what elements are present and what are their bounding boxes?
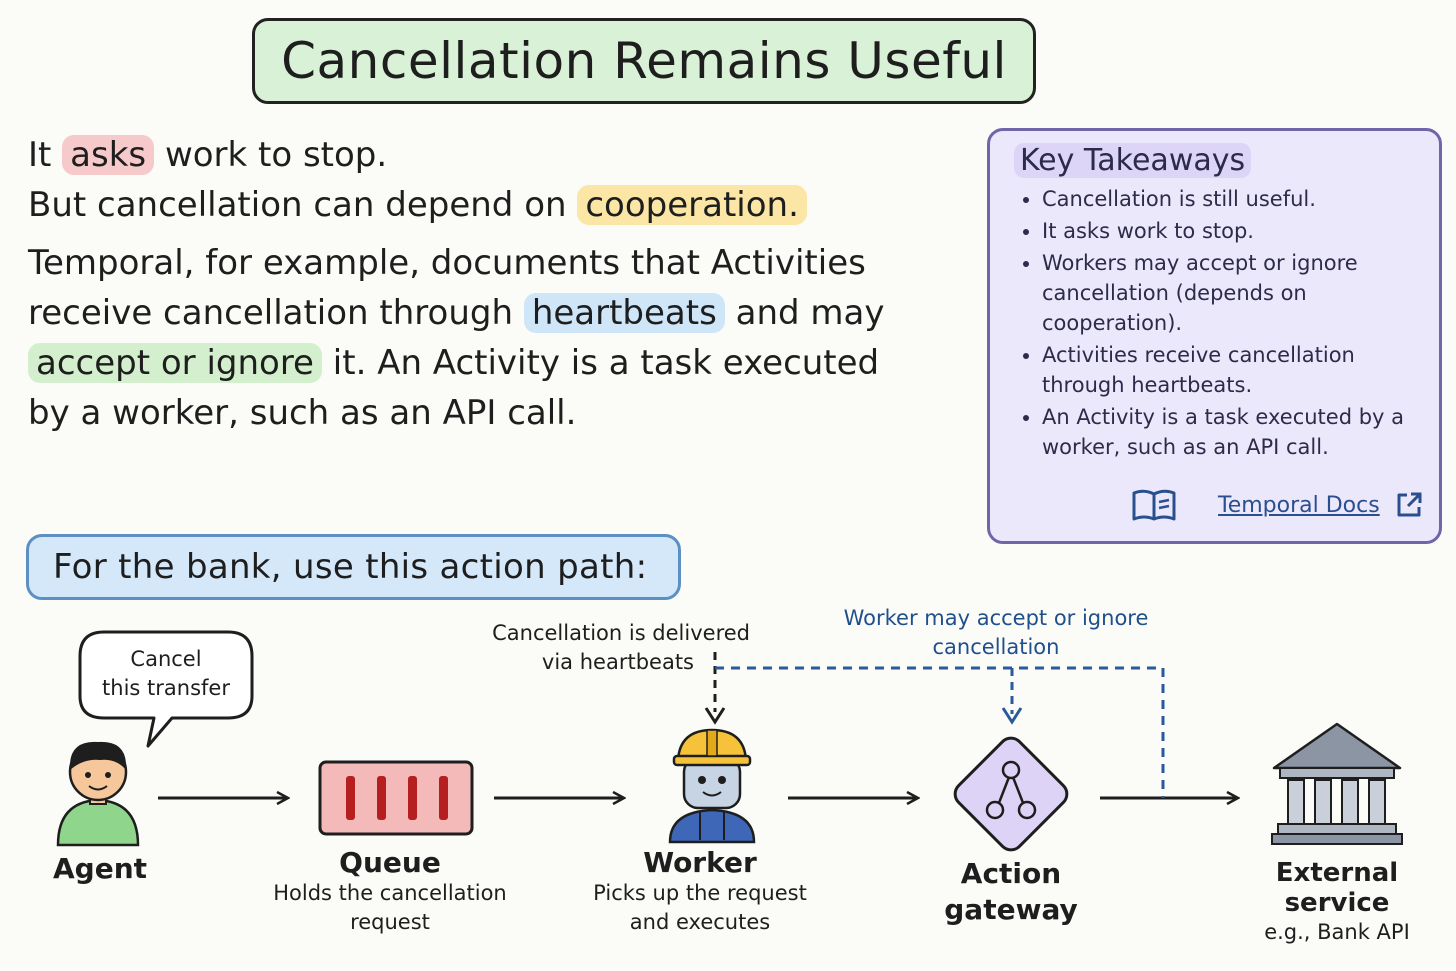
action-path-heading: For the bank, use this action path: (26, 534, 681, 600)
worker-desc: and executes (629, 910, 771, 934)
annotation-line: Worker may accept or ignore (843, 606, 1149, 630)
worker-label: Worker Picks up the request and executes (570, 846, 830, 937)
worker-name: Worker (643, 846, 757, 879)
accept-ignore-annotation: Worker may accept or ignore cancellation (826, 604, 1166, 662)
annotation-line: via heartbeats (541, 650, 694, 674)
speech-bubble-line: this transfer (102, 676, 230, 700)
book-icon (1132, 489, 1176, 521)
intro-text-segment: work to stop. (164, 135, 388, 175)
intro-text: It asks work to stop. But cancellation c… (28, 130, 928, 438)
action-path-heading-text: For the bank, use this action path: (53, 547, 648, 587)
takeaway-item: Workers may accept or ignore cancellatio… (1042, 248, 1421, 338)
highlight-heartbeats: heartbeats (523, 293, 725, 333)
takeaway-item: It asks work to stop. (1042, 216, 1421, 246)
takeaway-item: An Activity is a task executed by a work… (1042, 402, 1421, 462)
takeaway-item: Activities receive cancellation through … (1042, 340, 1421, 400)
bank-icon (1271, 722, 1403, 845)
intro-line-2: But cancellation can depend on cooperati… (28, 180, 928, 230)
agent-label: Agent (30, 852, 170, 885)
queue-name: Queue (339, 846, 441, 879)
intro-text-segment: But cancellation can depend on (28, 185, 567, 225)
highlight-cooperation: cooperation. (577, 185, 807, 225)
agent-name: Agent (52, 852, 148, 885)
queue-icon (318, 760, 474, 836)
takeaways-heading: Key Takeaways (1014, 143, 1252, 178)
external-service-name: External service (1275, 858, 1399, 918)
heartbeat-annotation: Cancellation is delivered via heartbeats (460, 619, 750, 677)
accept-ignore-connector (715, 666, 1165, 798)
intro-text-segment: It (28, 135, 52, 175)
gateway-icon (953, 736, 1069, 852)
person-icon (56, 741, 140, 847)
page-title: Cancellation Remains Useful (281, 32, 1007, 90)
worker-icon (668, 728, 756, 844)
speech-bubble-line: Cancel (130, 647, 202, 671)
docs-link-row[interactable]: Temporal Docs (1130, 487, 1424, 523)
takeaway-item: Cancellation is still useful. (1042, 184, 1421, 214)
intro-line-3: Temporal, for example, documents that Ac… (28, 243, 866, 283)
worker-desc: Picks up the request (593, 881, 807, 905)
highlight-accept-or-ignore: accept or ignore (28, 343, 322, 383)
intro-text-segment: it. An Activity is a task executed (332, 343, 880, 383)
intro-line-1: It asks work to stop. (28, 130, 928, 180)
intro-text-segment: and may (735, 293, 885, 333)
external-service-label: External service e.g., Bank API (1226, 858, 1448, 947)
intro-line-6: by a worker, such as an API call. (28, 393, 577, 433)
annotation-line: cancellation (932, 635, 1060, 659)
key-takeaways-panel: Key Takeaways Cancellation is still usef… (987, 128, 1442, 544)
highlight-asks: asks (62, 135, 155, 175)
external-service-desc: e.g., Bank API (1264, 920, 1410, 944)
heartbeat-connector (704, 652, 726, 725)
intro-line-4: receive cancellation through heartbeats … (28, 288, 928, 338)
gateway-name: Action (960, 857, 1062, 890)
annotation-line: Cancellation is delivered (492, 621, 750, 645)
intro-text-segment: receive cancellation through (28, 293, 513, 333)
external-link-icon[interactable] (1394, 490, 1424, 520)
gateway-name: gateway (944, 893, 1078, 926)
title-banner: Cancellation Remains Useful (252, 18, 1036, 104)
temporal-docs-link[interactable]: Temporal Docs (1218, 492, 1380, 518)
queue-desc: Holds the cancellation (273, 881, 507, 905)
queue-label: Queue Holds the cancellation request (250, 846, 530, 937)
queue-desc: request (350, 910, 430, 934)
takeaways-list: Cancellation is still useful. It asks wo… (1014, 184, 1421, 462)
speech-bubble (78, 630, 254, 748)
gateway-label: Action gateway (920, 856, 1102, 928)
speech-bubble-text: Cancel this transfer (84, 645, 248, 703)
intro-line-5: accept or ignore it. An Activity is a ta… (28, 338, 928, 388)
